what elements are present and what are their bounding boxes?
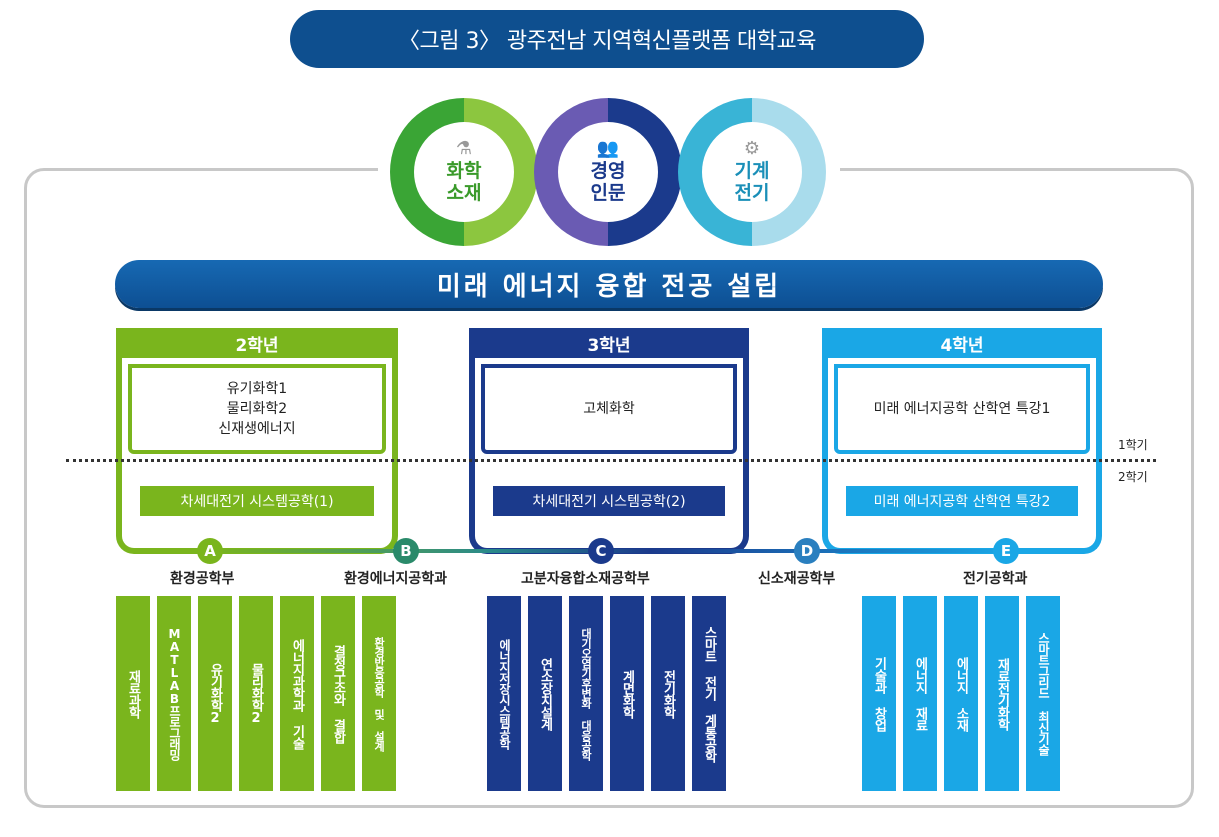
year-header: 3학년	[469, 328, 749, 358]
dept-name-b: 환경에너지공학과	[344, 571, 448, 587]
course-text: 고체화학	[583, 401, 635, 417]
year-header: 2학년	[116, 328, 398, 358]
dept-node-b: B	[393, 538, 419, 564]
year-column-4: 4학년 미래 에너지공학 산학연 특강1 미래 에너지공학 산학연 특강2	[822, 328, 1102, 554]
course-group-navy: 에너지저장시스템공학 연소장치설계 대기오염기후변화 대응공학 계면화학 전기화…	[487, 596, 726, 791]
semester-label-2: 2학기	[1118, 470, 1148, 484]
circle-label-1: 화학	[446, 160, 482, 182]
course-text: 유기화학1	[226, 381, 288, 397]
dept-node-a: A	[197, 538, 223, 564]
dept-name-e: 전기공학과	[963, 571, 1028, 587]
course-column: 스마트그리드 최신기술	[1026, 596, 1060, 791]
course-text: 미래 에너지공학 산학연 특강1	[873, 401, 1051, 417]
course-column: 물리화학2	[239, 596, 273, 791]
course-column: 스마트 전기 계통공학	[692, 596, 726, 791]
year-column-3: 3학년 고체화학 차세대전기 시스템공학(2)	[469, 328, 749, 554]
circle-label-1: 경영	[590, 160, 626, 182]
circle-label-2: 전기	[734, 182, 770, 204]
field-circle-mechanical: ⚙ 기계 전기	[678, 98, 826, 246]
field-circle-management: 👥 경영 인문	[534, 98, 682, 246]
course-column: 전기화학	[651, 596, 685, 791]
course-column: 계면화학	[610, 596, 644, 791]
second-semester-course: 차세대전기 시스템공학(1)	[140, 486, 374, 516]
dept-name-c: 고분자융합소재공학부	[521, 571, 650, 587]
course-column: 에너지 재료	[903, 596, 937, 791]
course-column: 환경반응공학 및 설계	[362, 596, 396, 791]
flask-icon: ⚗	[455, 138, 473, 159]
second-semester-course: 차세대전기 시스템공학(2)	[493, 486, 725, 516]
semester-label-1: 1학기	[1118, 438, 1148, 452]
year-column-2: 2학년 유기화학1 물리화학2 신재생에너지 차세대전기 시스템공학(1)	[116, 328, 398, 554]
course-group-green: 재료과학 MATLAB프로그래밍 유기화학2 물리화학2 에너지과학과 기술 결…	[116, 596, 396, 791]
dept-name-d: 신소재공학부	[758, 571, 836, 587]
course-column: 연소장치설계	[528, 596, 562, 791]
semester-divider	[66, 459, 1156, 462]
program-banner: 미래 에너지 융합 전공 설립	[115, 260, 1103, 308]
course-column: 유기화학2	[198, 596, 232, 791]
course-column: 에너지과학과 기술	[280, 596, 314, 791]
second-semester-course: 미래 에너지공학 산학연 특강2	[846, 486, 1078, 516]
course-group-blue: 기술과 창업 에너지 재료 에너지 소재 재료전기화학 스마트그리드 최신기술	[862, 596, 1060, 791]
course-text: 물리화학2	[226, 401, 288, 417]
figure-title: 〈그림 3〉 광주전남 지역혁신플랫폼 대학교육	[290, 10, 924, 68]
course-column: 대기오염기후변화 대응공학	[569, 596, 603, 791]
circle-label-1: 기계	[734, 160, 770, 182]
course-column: MATLAB프로그래밍	[157, 596, 191, 791]
dept-node-c: C	[588, 538, 614, 564]
course-column: 에너지저장시스템공학	[487, 596, 521, 791]
field-circle-chemistry: ⚗ 화학 소재	[390, 98, 538, 246]
circle-label-2: 소재	[446, 182, 482, 204]
gear-icon: ⚙	[743, 138, 761, 159]
year-header: 4학년	[822, 328, 1102, 358]
course-column: 결정구조와 결합	[321, 596, 355, 791]
dept-name-a: 환경공학부	[170, 571, 235, 587]
course-column: 기술과 창업	[862, 596, 896, 791]
people-icon: 👥	[596, 138, 620, 159]
dept-node-d: D	[794, 538, 820, 564]
course-column: 에너지 소재	[944, 596, 978, 791]
course-text: 신재생에너지	[218, 421, 296, 437]
course-column: 재료전기화학	[985, 596, 1019, 791]
dept-node-e: E	[993, 538, 1019, 564]
circle-label-2: 인문	[590, 182, 626, 204]
course-column: 재료과학	[116, 596, 150, 791]
